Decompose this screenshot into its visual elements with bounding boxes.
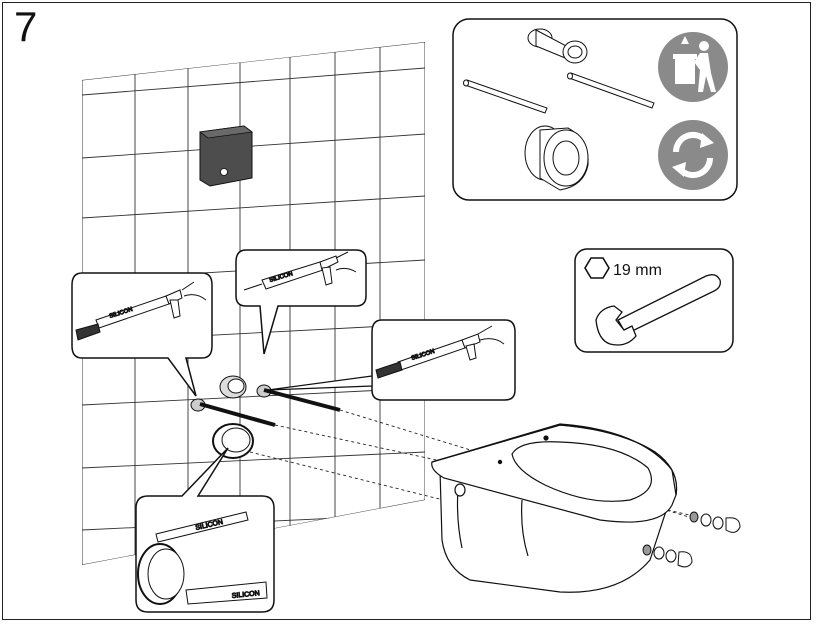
trash-bin-person-icon [658,32,728,102]
wrench-size-label: 19 mm [613,262,662,279]
flush-actuator-box [200,126,252,186]
recycle-arrows-icon [658,120,728,190]
hexagon-icon [585,258,609,278]
wrench-size-callout: 19 mm [575,249,733,352]
discard-parts-callout [453,19,737,200]
